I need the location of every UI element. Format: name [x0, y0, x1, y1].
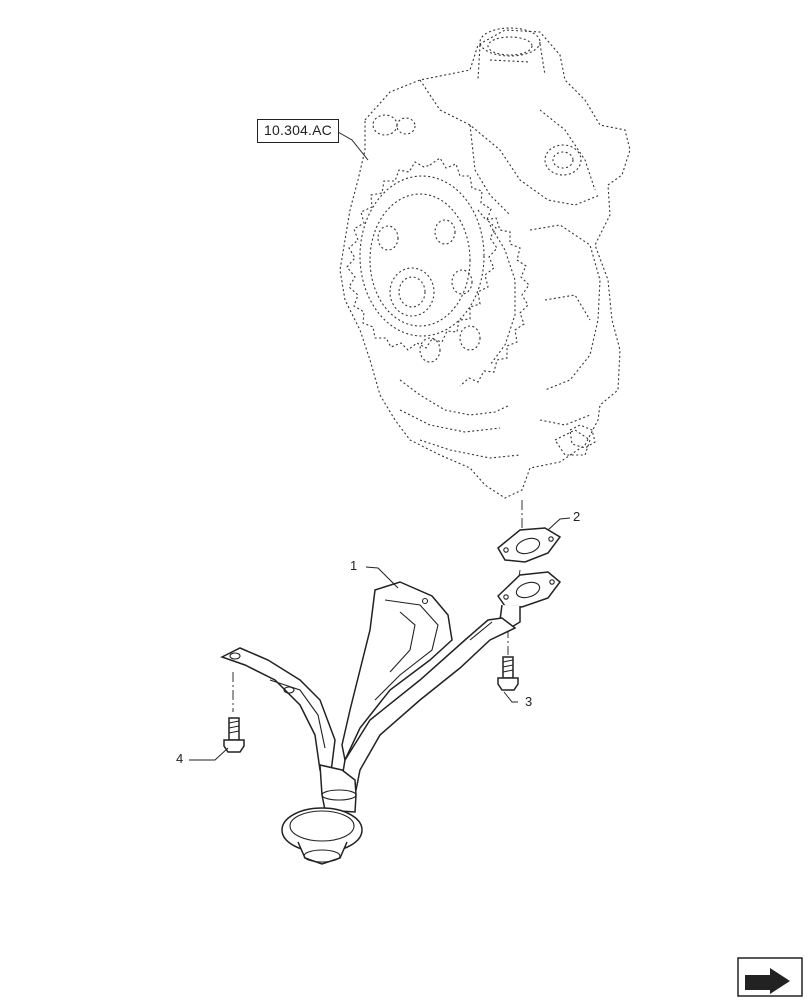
- leader-line-reference: [337, 131, 369, 161]
- leader-line-4: [189, 747, 229, 761]
- reference-label-box[interactable]: 10.304.AC: [257, 119, 339, 143]
- bolt-part-4: [223, 717, 245, 753]
- callout-1: 1: [350, 558, 358, 573]
- next-page-arrow-icon[interactable]: [737, 957, 803, 997]
- callout-2: 2: [573, 509, 581, 524]
- oil-pump-phantom: [339, 27, 631, 499]
- leader-line-2: [547, 517, 571, 531]
- gasket-part-2: [497, 527, 562, 563]
- oil-pickup-tube-part-1: [220, 571, 562, 865]
- callout-3: 3: [525, 694, 533, 709]
- bolt-part-3: [497, 656, 519, 691]
- leader-line-1: [365, 566, 399, 589]
- callout-4: 4: [176, 751, 184, 766]
- leader-line-3: [503, 691, 518, 703]
